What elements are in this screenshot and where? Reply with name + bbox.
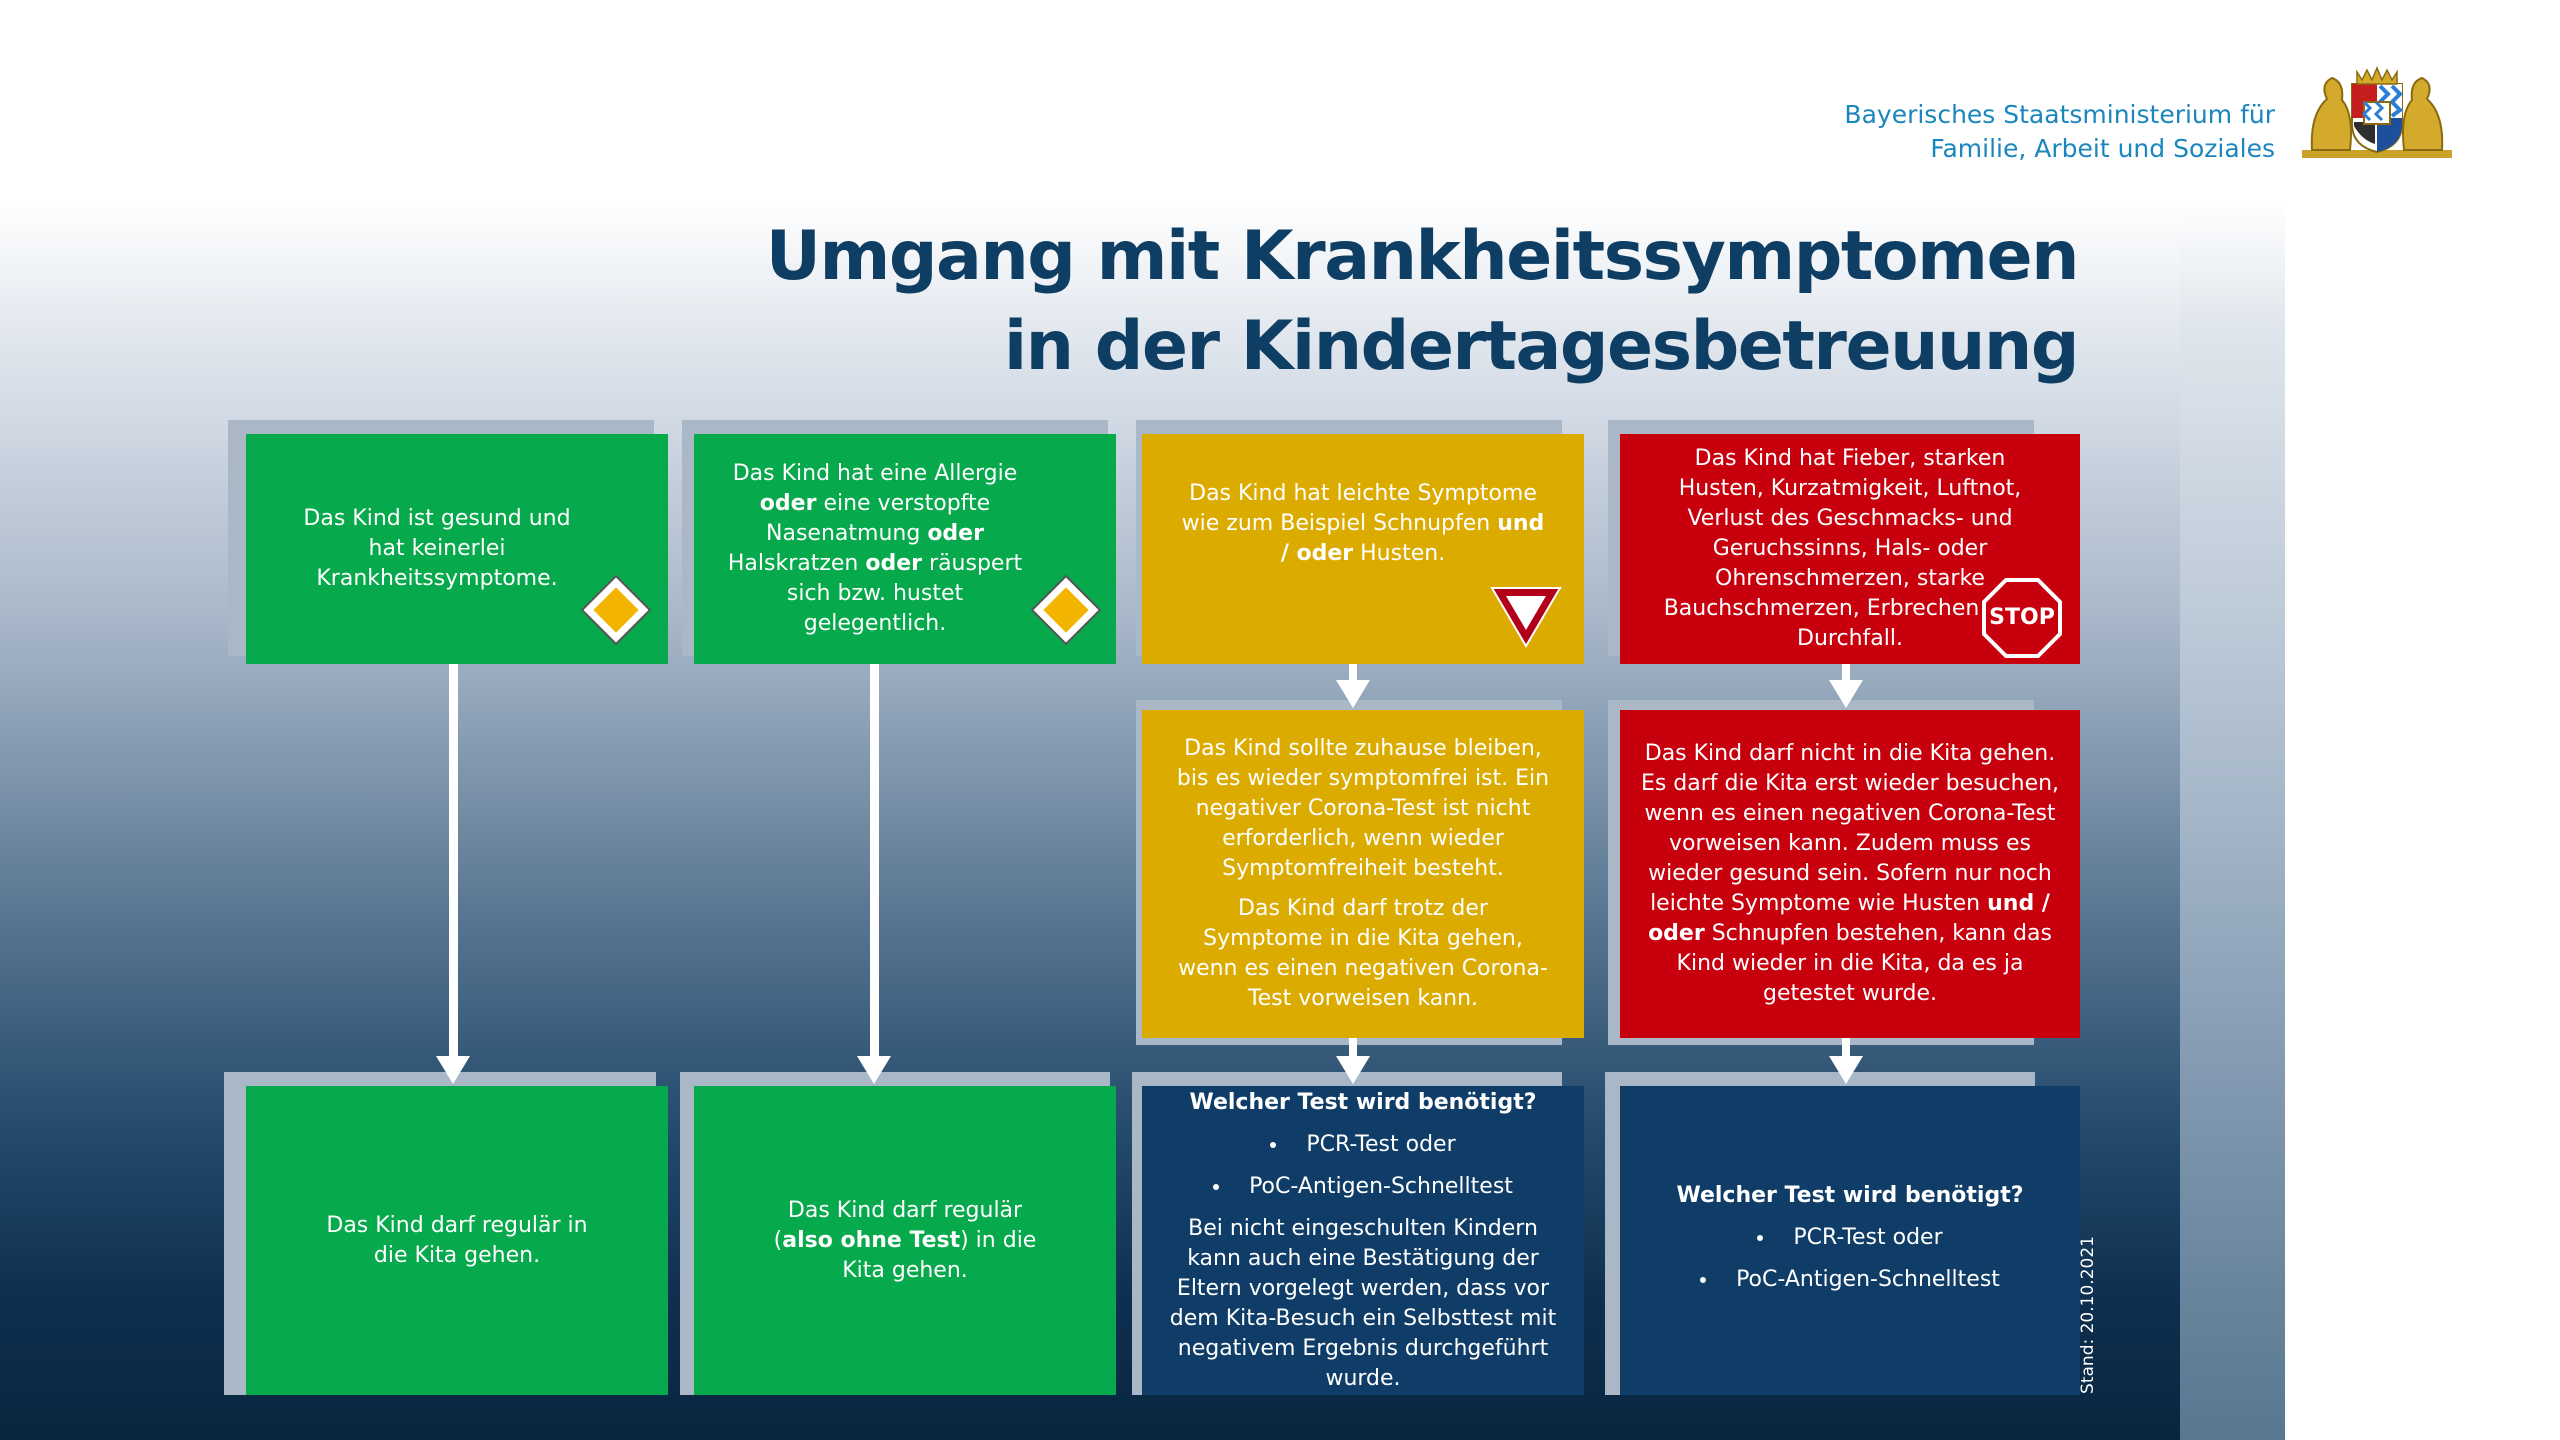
text: Husten. <box>1360 541 1446 566</box>
bold-text: und / oder <box>1648 891 2050 946</box>
arrow-line <box>1349 1038 1357 1056</box>
arrow-line <box>449 664 458 1056</box>
card-mild-instructions-p1: Das Kind sollte zuhause bleiben, bis es … <box>1176 736 1550 881</box>
card-healthy-text: Das Kind ist gesund und hat keinerlei Kr… <box>303 506 571 591</box>
bullet-icon <box>1700 1276 1707 1283</box>
test-note: Bei nicht eingeschulten Kindern kann auc… <box>1169 1215 1557 1391</box>
yield-sign-icon <box>1490 587 1562 648</box>
ministry-line-1: Bayerisches Staatsministerium für <box>1844 100 2275 129</box>
arrow-head-icon <box>1336 680 1370 708</box>
card-mild-symptoms: Das Kind hat leichte Symptome wie zum Be… <box>1142 434 1584 664</box>
arrow-line <box>870 664 879 1056</box>
list-item-text: PCR-Test oder <box>1306 1131 1456 1157</box>
arrow-head-icon <box>1336 1056 1370 1084</box>
arrow-line <box>1842 664 1850 680</box>
text: Das Kind darf nicht in die Kita gehen. E… <box>1640 741 2060 916</box>
arrow-head-icon <box>857 1056 891 1084</box>
arrow-line <box>1349 664 1357 680</box>
list-item: PoC-Antigen-Schnelltest <box>1213 1172 1513 1202</box>
stop-sign-shape <box>1982 578 2062 658</box>
card-severe-instructions: Das Kind darf nicht in die Kita gehen. E… <box>1620 710 2080 1038</box>
text: Das Kind hat leichte Symptome wie zum Be… <box>1181 481 1537 536</box>
card-mild-symptoms-text: Das Kind hat leichte Symptome wie zum Be… <box>1178 479 1548 569</box>
card-severe-symptoms: Das Kind hat Fieber, starken Husten, Kur… <box>1620 434 2080 664</box>
list-item-text: PCR-Test oder <box>1793 1224 1943 1250</box>
bold-text: oder <box>927 521 984 546</box>
card-allergy-result: Das Kind darf regulär (also ohne Test) i… <box>694 1086 1116 1395</box>
priority-road-sign-icon <box>1030 574 1102 646</box>
card-healthy-result-text: Das Kind darf regulär in die Kita gehen. <box>326 1212 588 1268</box>
arrow-head-icon <box>1829 1056 1863 1084</box>
bold-text: oder <box>759 491 817 516</box>
bold-text: also ohne Test <box>782 1227 961 1253</box>
stop-sign-icon: STOP <box>1982 578 2062 658</box>
card-severe-instructions-text: Das Kind darf nicht in die Kita gehen. E… <box>1640 739 2060 1009</box>
stand-date-text: Stand: 20.10.2021 <box>2078 1236 2098 1394</box>
bullet-icon <box>1270 1141 1277 1148</box>
arrow-head-icon <box>436 1056 470 1084</box>
text: Das Kind hat eine Allergie <box>732 461 1018 486</box>
background-strip <box>2180 0 2285 1440</box>
text: Schnupfen bestehen, kann das Kind wieder… <box>1676 921 2052 1006</box>
ministry-line-2: Familie, Arbeit und Soziales <box>1930 134 2275 163</box>
stand-date: Stand: 20.10.2021 <box>2073 1236 2103 1394</box>
stop-sign-label: STOP <box>1989 605 2055 630</box>
card-mild-test: Welcher Test wird benötigt? PCR-Test ode… <box>1142 1086 1584 1395</box>
bold-text: oder <box>865 551 923 576</box>
list-item-text: PoC-Antigen-Schnelltest <box>1736 1266 2000 1292</box>
bold-text: und / oder <box>1280 511 1545 566</box>
bavarian-crest-logo <box>2302 66 2452 158</box>
card-mild-instructions-p2: Das Kind darf trotz der Symptome in die … <box>1178 896 1548 1011</box>
arrow-line <box>1842 1038 1850 1056</box>
list-item-text: PoC-Antigen-Schnelltest <box>1249 1173 1513 1199</box>
text: räuspert sich bzw. hustet gelegentlich. <box>786 551 1023 636</box>
text: Halskratzen <box>727 551 859 576</box>
page-title: Umgang mit Krankheitssymptomen in der Ki… <box>765 212 2080 392</box>
bullet-icon <box>1213 1183 1220 1190</box>
list-item: PCR-Test oder <box>1270 1130 1456 1160</box>
text: ) in die Kita gehen. <box>842 1227 1037 1283</box>
card-severe-symptoms-text: Das Kind hat Fieber, starken Husten, Kur… <box>1663 446 2037 651</box>
test-question: Welcher Test wird benötigt? <box>1676 1182 2024 1208</box>
list-item: PCR-Test oder <box>1757 1223 1943 1253</box>
card-healthy-result: Das Kind darf regulär in die Kita gehen. <box>246 1086 668 1395</box>
list-item: PoC-Antigen-Schnelltest <box>1700 1265 2000 1295</box>
card-severe-test: Welcher Test wird benötigt? PCR-Test ode… <box>1620 1086 2080 1395</box>
title-line-1: Umgang mit Krankheitssymptomen <box>765 217 2080 296</box>
text: eine verstopfte Nasenatmung <box>766 491 991 546</box>
test-question: Welcher Test wird benötigt? <box>1189 1089 1537 1115</box>
arrow-head-icon <box>1829 680 1863 708</box>
priority-road-sign-icon <box>580 574 652 646</box>
text: Das Kind darf regulär ( <box>773 1197 1023 1253</box>
card-allergy-result-text: Das Kind darf regulär (also ohne Test) i… <box>765 1196 1045 1286</box>
card-allergy-text: Das Kind hat eine Allergie oder eine ver… <box>725 459 1025 639</box>
card-mild-instructions: Das Kind sollte zuhause bleiben, bis es … <box>1142 710 1584 1038</box>
card-allergy: Das Kind hat eine Allergie oder eine ver… <box>694 434 1116 664</box>
title-line-2: in der Kindertagesbetreuung <box>1003 307 2080 386</box>
ministry-name: Bayerisches Staatsministerium für Famili… <box>1844 98 2275 166</box>
bullet-icon <box>1757 1234 1764 1241</box>
